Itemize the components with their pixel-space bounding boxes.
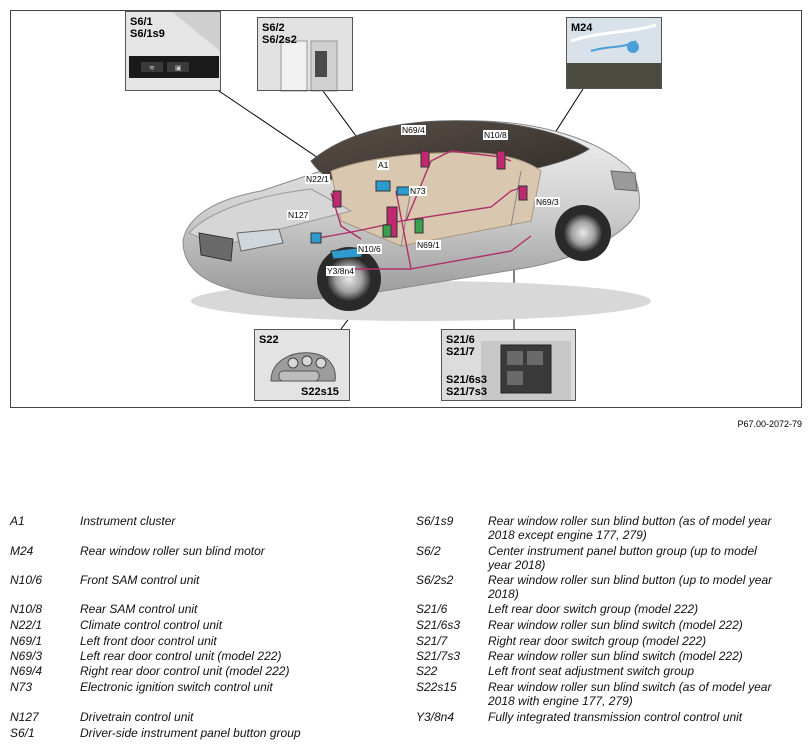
legend-desc: Rear window roller sun blind switch (mod… [488,618,743,632]
legend-desc: Instrument cluster [80,514,176,528]
callout-n10-6: N10/6 [357,244,382,254]
s6-1-inset: S6/1 S6/1s9 [125,11,221,91]
legend-desc: Left rear door switch group (model 222) [488,602,699,616]
legend-code: M24 [10,544,34,558]
legend-code: N69/4 [10,664,43,678]
s22-inset: S22 S22s15 [254,329,350,401]
component-markers [310,150,528,260]
legend-code: N127 [10,710,39,724]
legend-code: S6/1s9 [416,514,454,528]
s22-inset-image [254,329,350,401]
legend-desc: Driver-side instrument panel button grou… [80,726,301,740]
s6-1-inset-label: S6/1 S6/1s9 [130,16,165,40]
legend-code: N73 [10,680,33,694]
car-illustration: ≋ ▣ [125,11,661,401]
callout-n69-4: N69/4 [401,125,426,135]
legend-desc: Rear window roller sun blind motor [80,544,265,558]
legend-code: S21/6 [416,602,448,616]
legend-desc: Center instrument panel button group (up… [488,544,757,558]
s22s15-inset-label: S22s15 [301,386,339,398]
s6-2-inset-image [257,17,353,92]
m24-inset-image [566,17,661,89]
callout-n73: N73 [409,186,427,196]
legend-code: Y3/8n4 [416,710,455,724]
legend-code: S6/1 [10,726,35,740]
legend-desc: Front SAM control unit [80,573,200,587]
m24-inset-label: M24 [571,22,593,34]
legend-desc: Left front door control unit [80,634,217,648]
legend-code: S21/6s3 [416,618,461,632]
legend-desc: Left front seat adjustment switch group [488,664,695,678]
callout-y3-8n4: Y3/8n4 [326,266,355,276]
s21s3-inset-label: S21/6s3 S21/7s3 [446,374,487,398]
s6-1-inset-image: ≋ ▣ [125,11,220,91]
legend-desc: Rear window roller sun blind switch (as … [488,680,772,694]
s21-inset-label: S21/6 S21/7 [446,334,475,358]
legend-code: N22/1 [10,618,43,632]
legend-desc: Fully integrated transmission control co… [488,710,743,724]
callout-n69-3: N69/3 [535,197,560,207]
m24-inset: M24 [566,17,662,89]
svg-text:▣: ▣ [175,64,182,72]
legend-code: S6/2s2 [416,573,454,587]
s22-inset-label: S22 [259,334,279,346]
legend-desc-continued: year 2018) [488,558,546,572]
legend-desc: Drivetrain control unit [80,710,194,724]
legend-desc-continued: 2018) [488,587,519,601]
legend-code: S21/7 [416,634,448,648]
legend-code: N69/3 [10,649,43,663]
legend-code: N69/1 [10,634,43,648]
s21-inset-image [441,329,576,401]
callout-n10-8: N10/8 [483,130,508,140]
legend-code: S22s15 [416,680,457,694]
legend-desc: Rear window roller sun blind switch (mod… [488,649,743,663]
legend-desc: Rear window roller sun blind button (up … [488,573,773,587]
legend-desc: Right rear door control unit (model 222) [80,664,290,678]
legend-desc: Electronic ignition switch control unit [80,680,273,694]
s21-inset: S21/6 S21/7 S21/6s3 S21/7s3 [441,329,576,401]
callout-n22-1: N22/1 [305,174,330,184]
component-location-figure: ≋ ▣ [10,10,802,408]
callout-a1: A1 [377,160,390,170]
figure-reference-number: P67.00-2072-79 [737,419,802,429]
legend-code: S22 [416,664,438,678]
s6-2-inset: S6/2 S6/2s2 [257,17,353,91]
legend-code: S21/7s3 [416,649,461,663]
legend-code: N10/8 [10,602,43,616]
legend-code: A1 [10,514,25,528]
legend-desc: Left rear door control unit (model 222) [80,649,282,663]
s6-2-inset-label: S6/2 S6/2s2 [262,22,297,46]
legend-desc-continued: 2018 except engine 177, 279) [488,528,647,542]
legend-desc: Right rear door switch group (model 222) [488,634,707,648]
legend-desc: Rear SAM control unit [80,602,198,616]
callout-n127: N127 [287,210,310,220]
legend-desc: Climate control control unit [80,618,223,632]
legend-code: S6/2 [416,544,441,558]
legend-code: N10/6 [10,573,43,587]
svg-text:≋: ≋ [149,64,155,72]
callout-n69-1: N69/1 [416,240,441,250]
legend-desc-continued: 2018 with engine 177, 279) [488,694,633,708]
legend-desc: Rear window roller sun blind button (as … [488,514,772,528]
